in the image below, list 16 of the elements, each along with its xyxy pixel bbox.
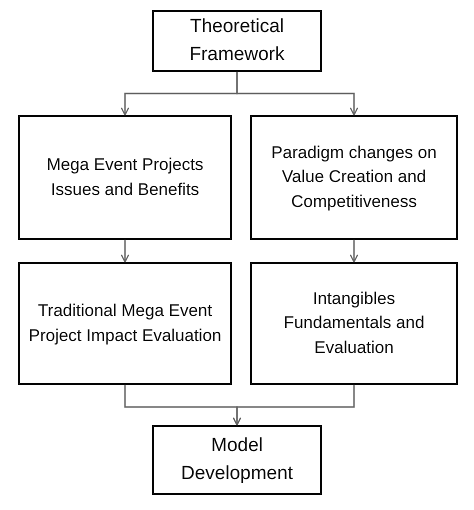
box-label: Traditional Mega Event Project Impact Evaluation [28, 300, 222, 346]
box-label: Model Development [180, 434, 294, 486]
process-box [152, 10, 322, 72]
process-box [18, 115, 232, 240]
box-label: Paradigm changes on Value Creation and Competitiveness [270, 142, 438, 213]
box-label: Mega Event Projects Issues and Benefits [46, 154, 204, 200]
box-label: Theoretical Framework [188, 15, 286, 67]
process-box [250, 115, 458, 240]
connector-arrow [120, 240, 130, 263]
process-box [152, 425, 322, 495]
process-box [18, 262, 232, 385]
connector-arrow [232, 385, 355, 426]
connector-arrow [236, 72, 358, 116]
box-label: Intangibles Fundamentals and Evaluation [282, 288, 426, 359]
process-box [250, 262, 458, 385]
connector-arrow [350, 240, 358, 263]
